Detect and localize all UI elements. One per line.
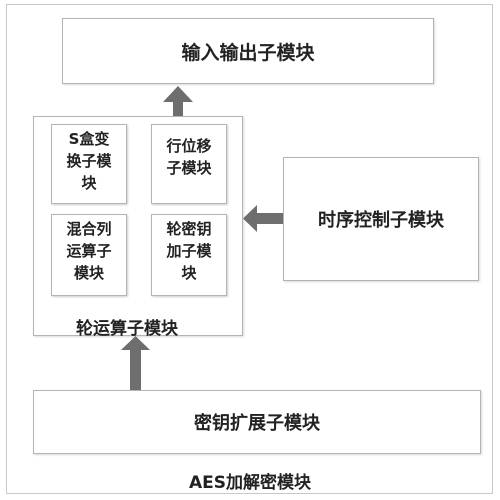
shift-rows-label-line-2: 子模块 [166,159,212,177]
io-module-label: 输入输出子模块 [181,41,315,64]
add-round-key-label-line-1: 轮密钥 [166,220,212,238]
mix-columns-label-line-3: 模块 [73,264,104,282]
arrow-key-to-round [121,336,150,390]
timing-control-module-label: 时序控制子模块 [318,210,444,231]
sbox-label-line-2: 换子模 [66,152,112,170]
sbox-label-line-1: S盒变 [68,130,110,148]
add-round-key-label-line-3: 块 [181,264,197,282]
aes-module-frame [6,4,493,494]
key-expansion-module-box: 密钥扩展子模块 [33,390,481,454]
mix-columns-label-line-1: 混合列 [66,220,112,238]
add-round-key-label-line-2: 加子模 [166,242,212,260]
shift-rows-label-line-1: 行位移 [166,137,212,155]
timing-control-module-box: 时序控制子模块 [283,157,479,281]
shift-rows-submodule-box: 行位移 子模块 [151,124,227,204]
add-round-key-submodule-box: 轮密钥 加子模 块 [151,214,227,296]
arrow-round-to-io [163,86,193,116]
mix-columns-submodule-box: 混合列 运算子 模块 [51,214,127,296]
main-module-label: AES加解密模块 [188,473,311,493]
arrow-timing-to-round [243,205,283,232]
round-module-label: 轮运算子模块 [76,319,178,339]
io-module-box: 输入输出子模块 [62,18,434,84]
sbox-label-line-3: 块 [81,174,97,192]
key-expansion-module-label: 密钥扩展子模块 [194,413,320,434]
sbox-submodule-box: S盒变 换子模 块 [51,124,127,204]
mix-columns-label-line-2: 运算子 [66,242,112,260]
